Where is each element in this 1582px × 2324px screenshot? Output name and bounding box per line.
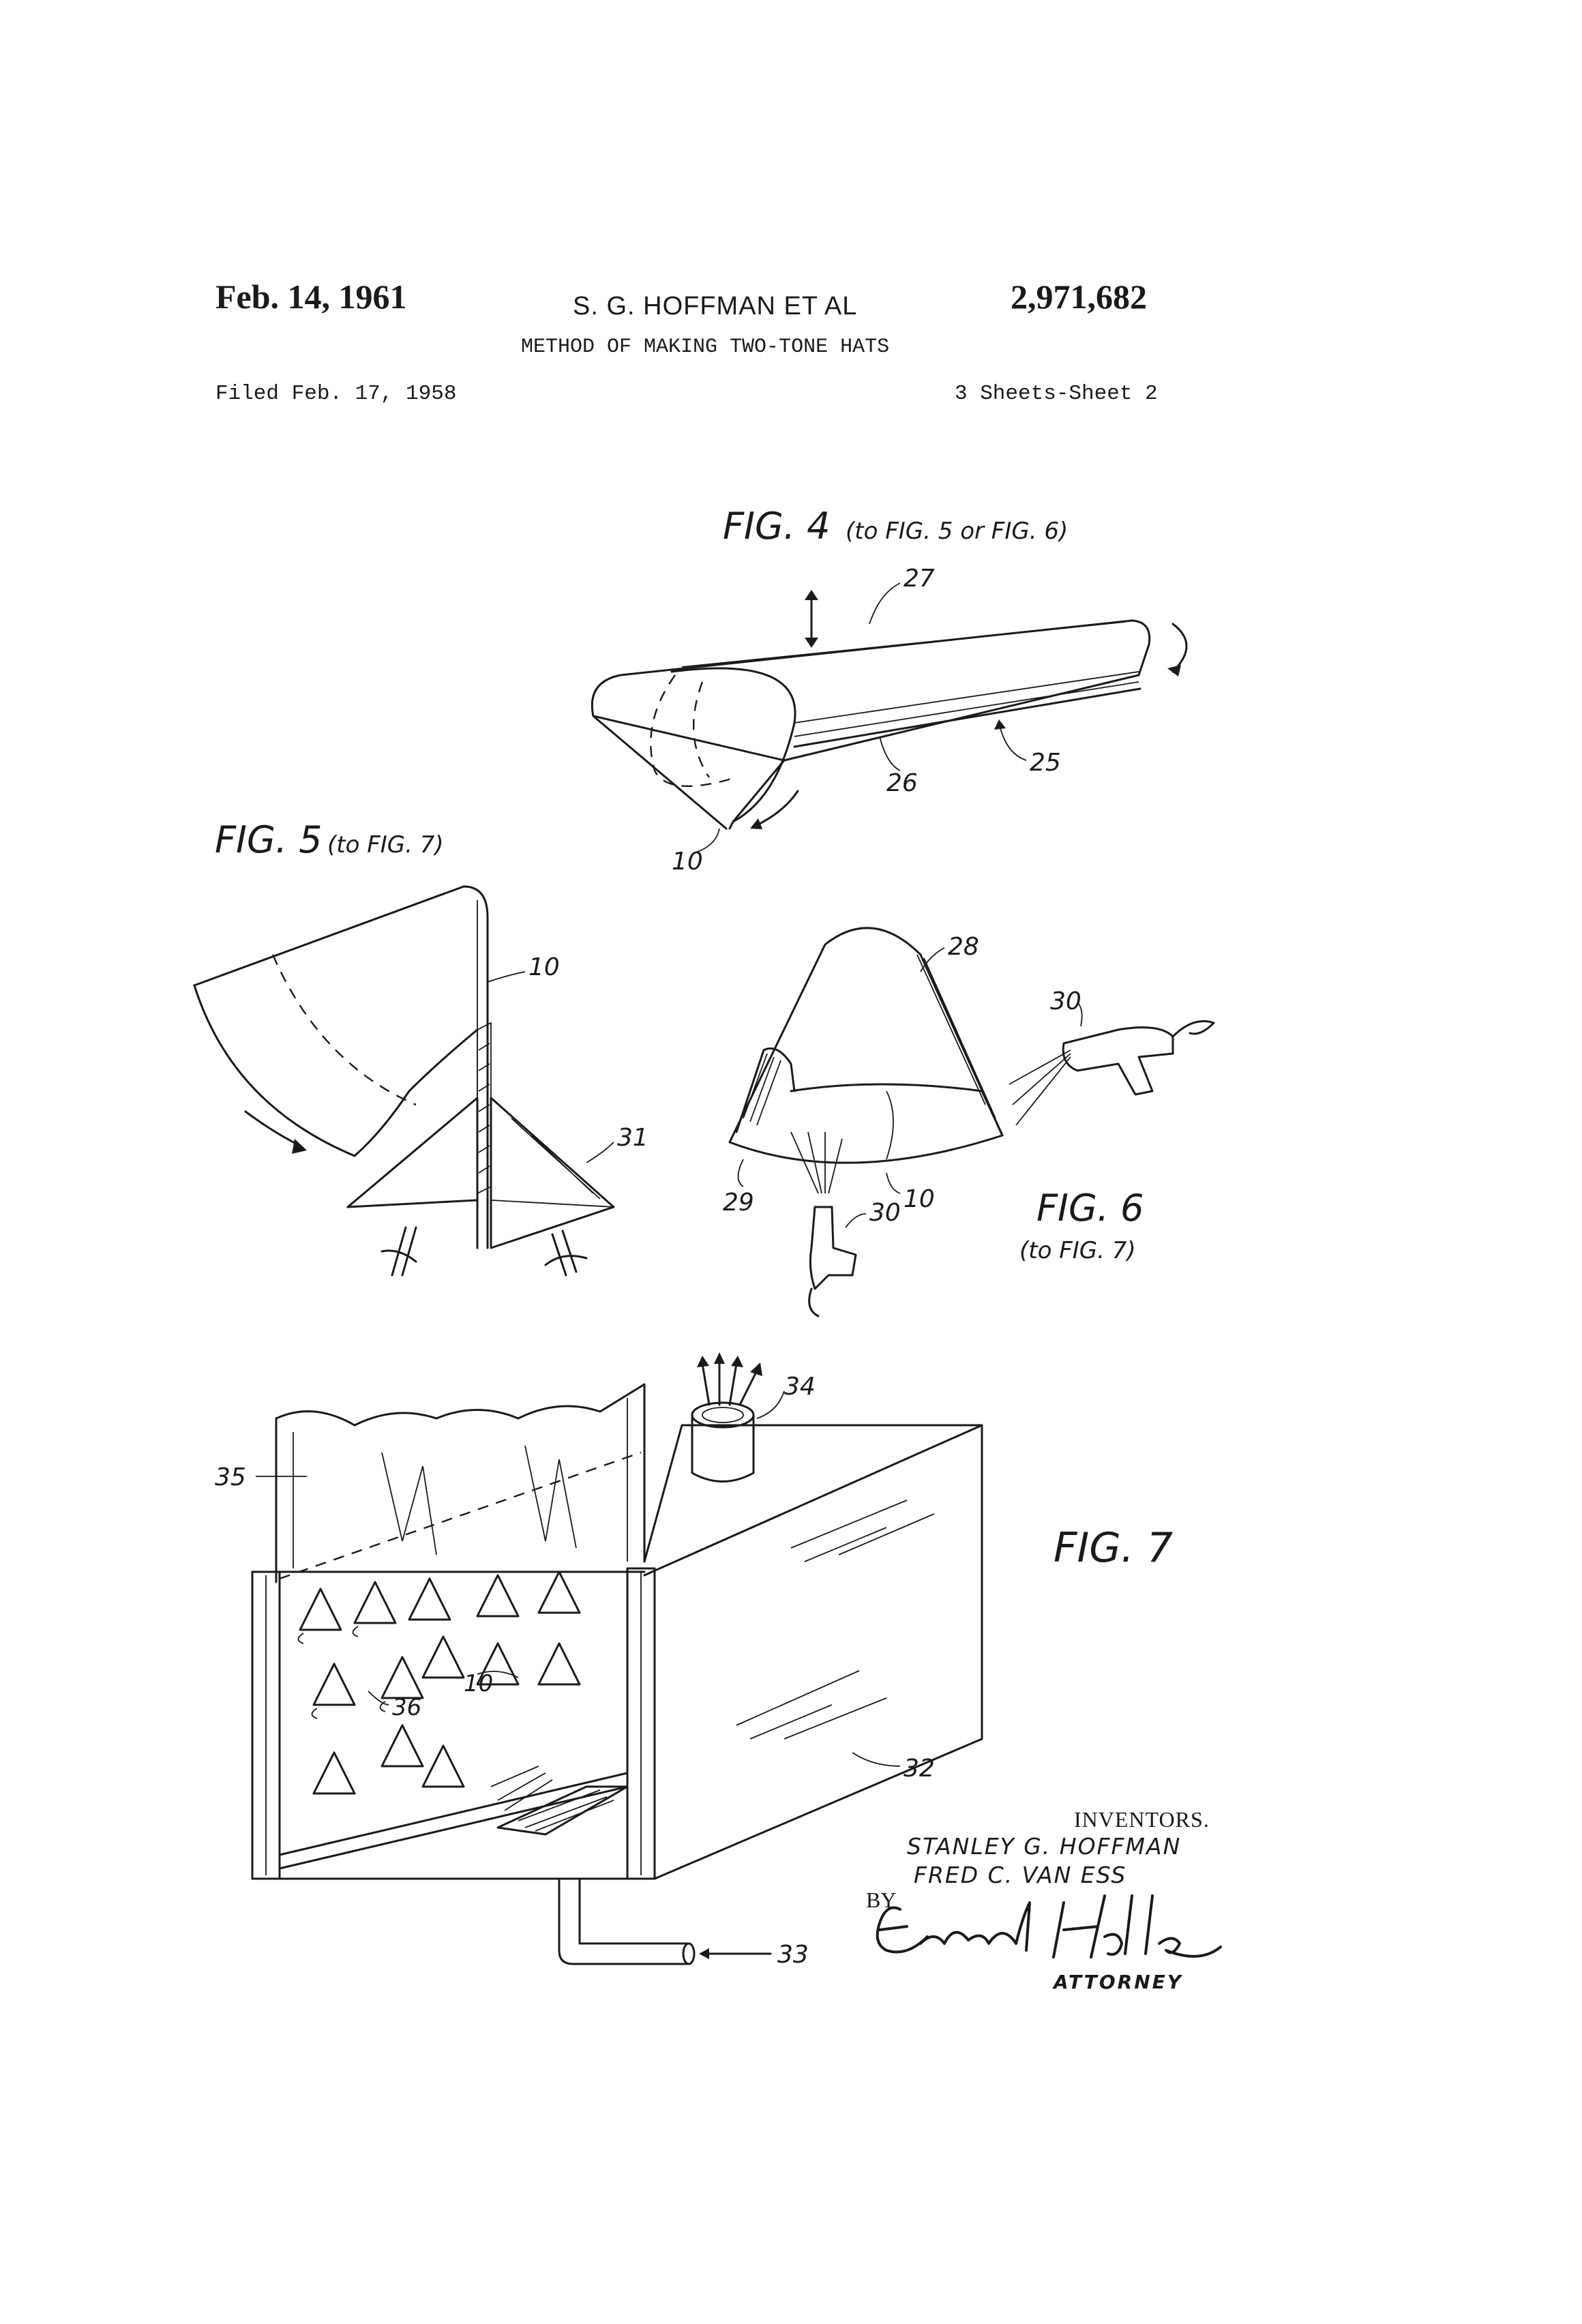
ref-26: 26 — [886, 769, 918, 797]
ref-31: 31 — [617, 1124, 648, 1152]
ref-10-fig6: 10 — [904, 1185, 935, 1213]
fig5-label: FIG. 5 — [215, 818, 323, 861]
fig5-drawing: FIG. 5 (to FIG. 7) 10 31 — [193, 818, 648, 1277]
ref-35: 35 — [215, 1463, 246, 1491]
filed-date: Filed Feb. 17, 1958 — [215, 382, 457, 406]
by-label: BY — [866, 1888, 897, 1912]
fig6-label: FIG. 6 — [1036, 1187, 1144, 1230]
fig6-brim-10 — [728, 1134, 1004, 1164]
fig6-spray-gun-upper — [1062, 1026, 1174, 1096]
ref-33: 33 — [777, 1941, 809, 1969]
fig6-drawing: 28 30 29 30 10 FIG. 6 (to FIG. 7) — [723, 927, 1215, 1317]
fig6-note: (to FIG. 7) — [1019, 1237, 1136, 1264]
fig7-oven-side — [643, 1424, 983, 1880]
patent-title: METHOD OF MAKING TWO-TONE HATS — [521, 336, 890, 359]
patent-number: 2,971,682 — [1011, 278, 1147, 316]
fig7-oven-front — [251, 1570, 656, 1880]
fig4-note: (to FIG. 5 or FIG. 6) — [846, 518, 1068, 545]
fig7-hats — [297, 1570, 581, 1795]
fig4-mandrel-26 — [793, 687, 1141, 748]
fig4-hat-cone — [670, 667, 796, 823]
fig4-rotation-arrow — [1171, 623, 1188, 673]
fig7-heater — [496, 1785, 629, 1836]
fig5-roller-right — [490, 1097, 615, 1249]
sheet-count: 3 Sheets-Sheet 2 — [955, 382, 1158, 406]
ref-34: 34 — [784, 1373, 816, 1401]
ref-29: 29 — [723, 1189, 754, 1217]
fig7-vent-34 — [691, 1401, 755, 1429]
fig7-pipe-33 — [558, 1877, 690, 1965]
ref-10-fig4: 10 — [672, 848, 703, 876]
attorney-label: ATTORNEY — [1054, 1971, 1184, 1993]
inventors-heading: INVENTORS. — [1074, 1807, 1210, 1832]
ref-10-fig7: 10 — [464, 1670, 493, 1697]
ref-10-fig5: 10 — [528, 953, 560, 981]
fig4-rolled-blank — [591, 619, 1151, 762]
ref-28: 28 — [948, 933, 979, 961]
patent-date: Feb. 14, 1961 — [215, 278, 407, 316]
attorney-signature — [876, 1894, 1222, 1958]
ref-30-lower: 30 — [869, 1199, 901, 1227]
inventor-1-name: STANLEY G. HOFFMAN — [907, 1833, 1182, 1860]
inventor-2-name: FRED C. VAN ESS — [914, 1862, 1127, 1888]
fig6-hat-cone — [728, 927, 1004, 1144]
fig5-roller-left — [346, 1097, 479, 1249]
ref-36: 36 — [392, 1694, 421, 1721]
patent-inventors: S. G. HOFFMAN ET AL — [573, 292, 858, 321]
fig5-note: (to FIG. 7) — [327, 831, 444, 859]
ref-27: 27 — [904, 565, 935, 593]
fig7-oven-top — [643, 1424, 983, 1563]
fig7-label: FIG. 7 — [1054, 1524, 1173, 1572]
fig7-drawing: FIG. 7 — [215, 1352, 1173, 1969]
fig5-blank-arc — [193, 984, 356, 1157]
fig5-blank-edge — [193, 885, 489, 1249]
ref-30-upper: 30 — [1050, 987, 1081, 1015]
fig4-label: FIG. 4 — [723, 505, 831, 548]
ref-25: 25 — [1030, 749, 1061, 777]
ref-32: 32 — [904, 1755, 935, 1783]
fig7-curtain-35 — [275, 1383, 646, 1563]
fig6-spray-gun-lower — [809, 1206, 857, 1290]
fig4-drawing: FIG. 4 (to FIG. 5 or FIG. 6) 27 26 25 10 — [591, 505, 1188, 876]
